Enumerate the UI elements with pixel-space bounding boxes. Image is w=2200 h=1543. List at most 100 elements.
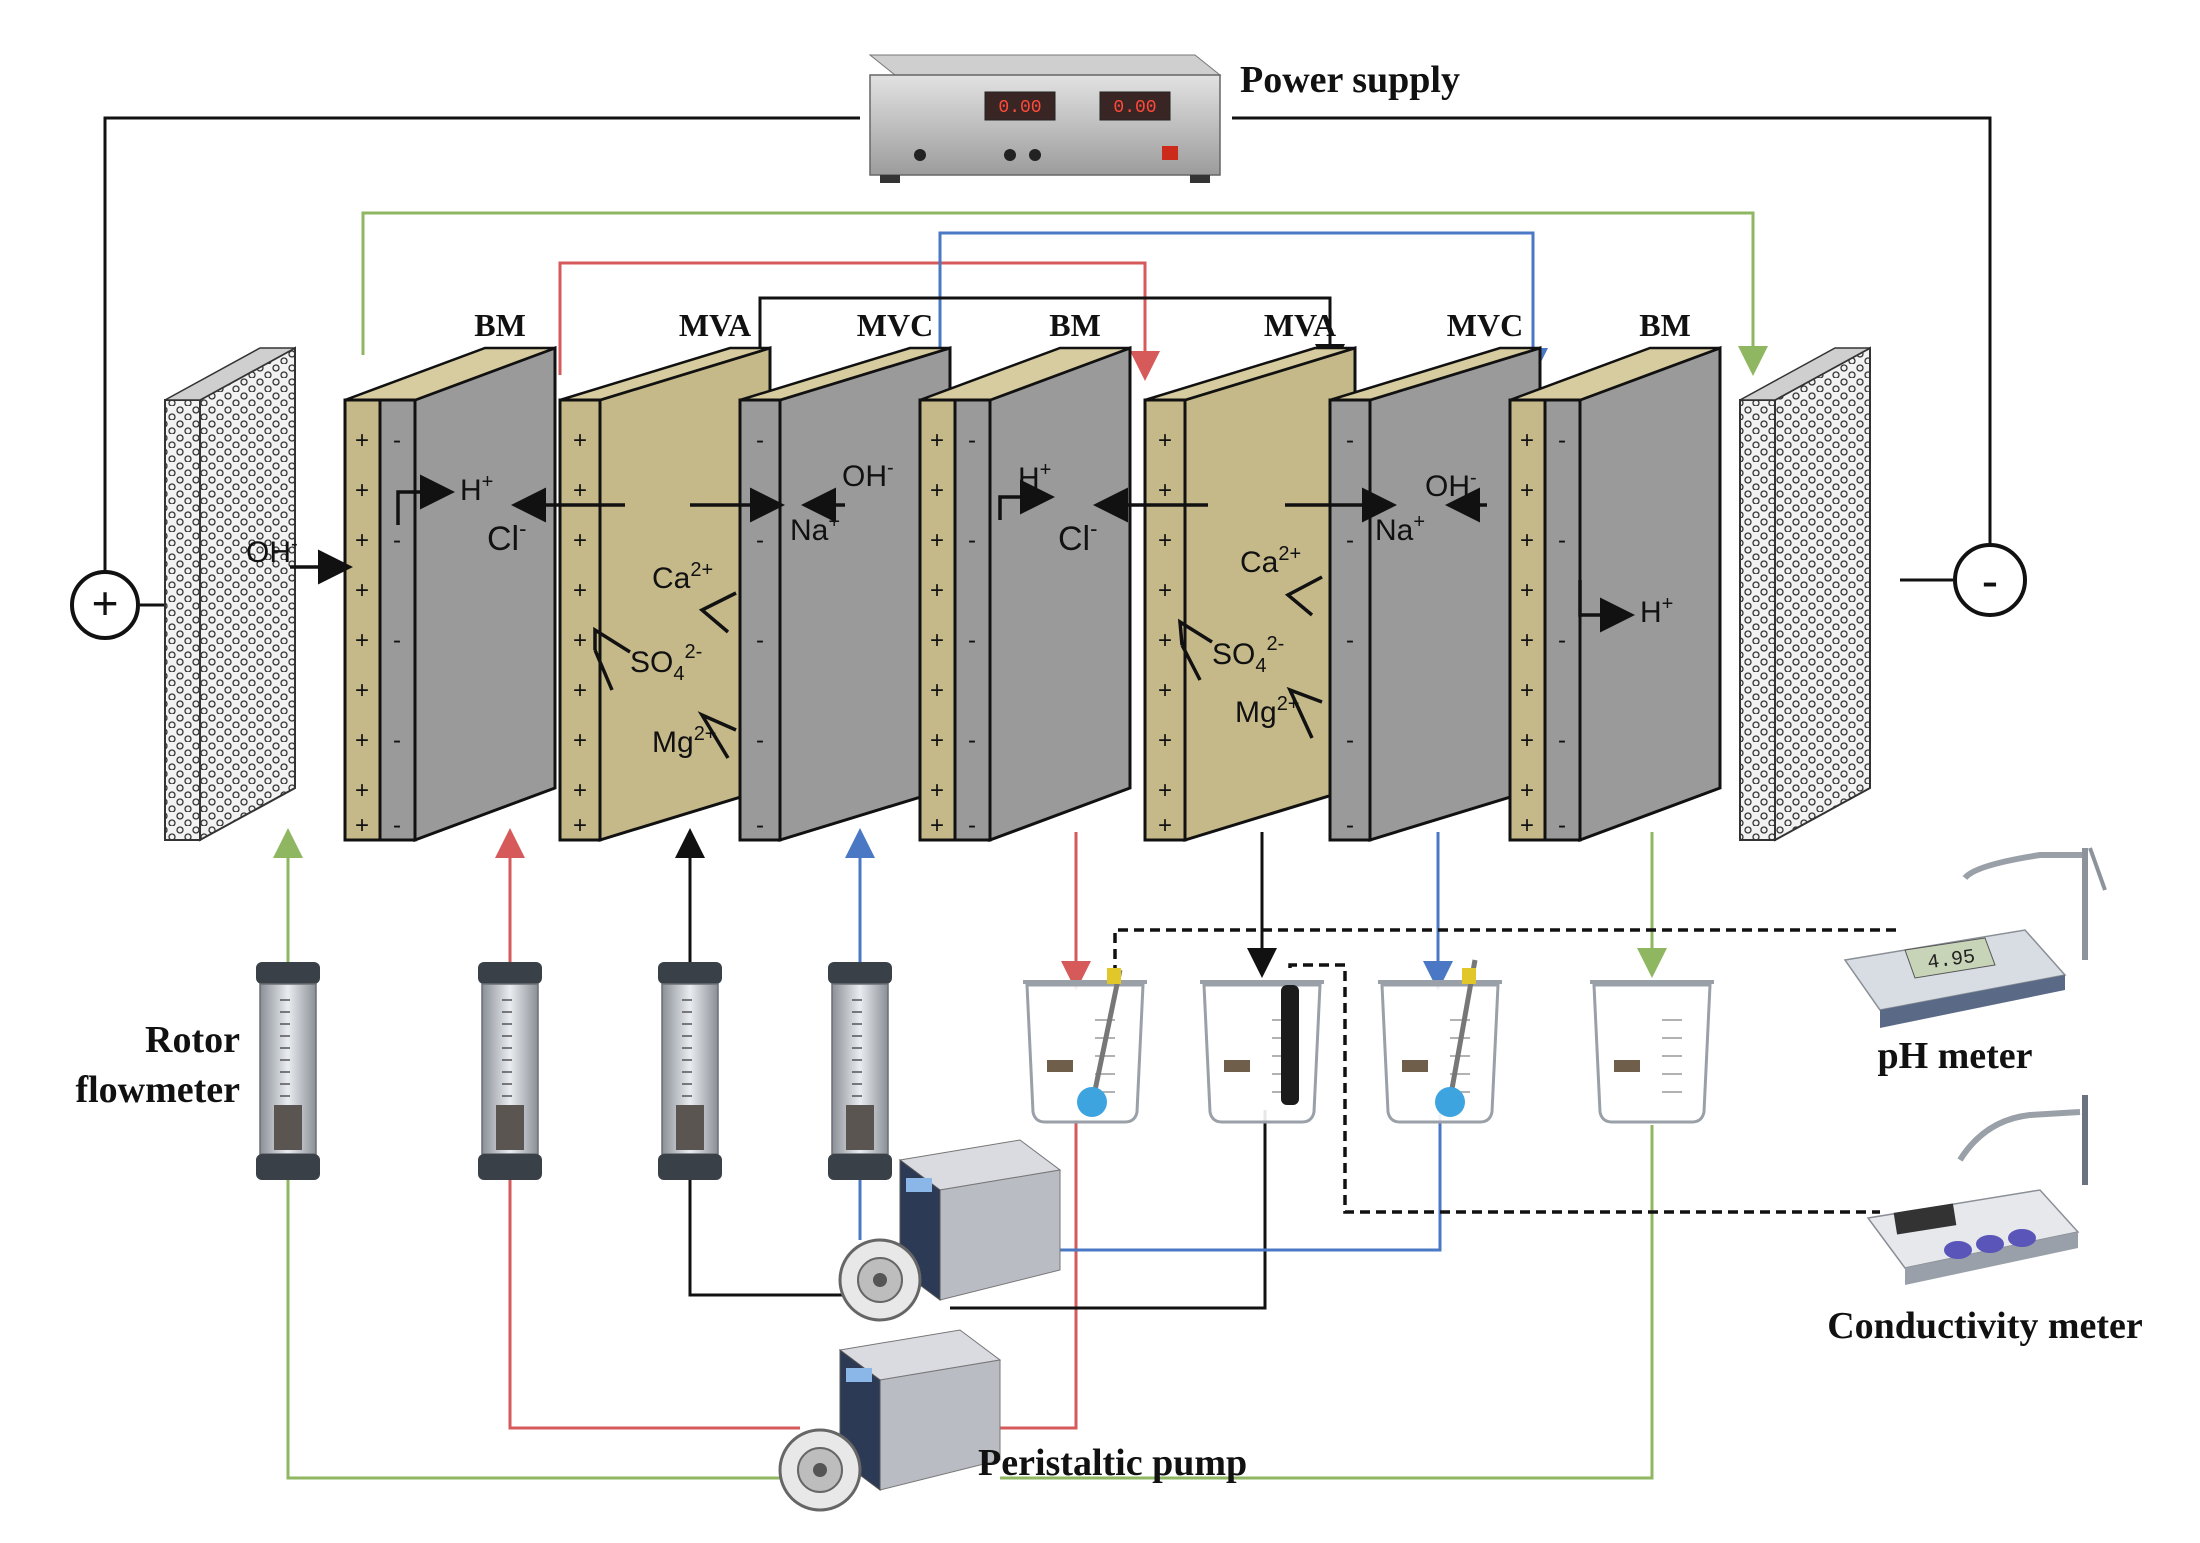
ion-so4-2: SO42- bbox=[1212, 633, 1284, 677]
charge-plus: + bbox=[573, 777, 587, 804]
beaker-2 bbox=[1200, 980, 1324, 1124]
charge-plus: + bbox=[930, 627, 944, 654]
charge-minus: - bbox=[1346, 627, 1354, 654]
charge-minus: - bbox=[756, 812, 764, 839]
charge-plus: + bbox=[573, 527, 587, 554]
charge-minus: - bbox=[1558, 627, 1566, 654]
charge-minus: - bbox=[393, 627, 401, 654]
charge-minus: - bbox=[1558, 727, 1566, 754]
membrane-label-bm: BM bbox=[1639, 307, 1691, 343]
conductivity-meter bbox=[1866, 1095, 2088, 1285]
charge-minus: - bbox=[968, 527, 976, 554]
ion-h-1: H+ bbox=[460, 471, 493, 507]
charge-plus: + bbox=[573, 727, 587, 754]
charge-minus: - bbox=[393, 727, 401, 754]
rotor-flowmeter-4 bbox=[828, 962, 892, 1180]
peristaltic-pump-1 bbox=[838, 1139, 1062, 1322]
peristaltic-pumps bbox=[778, 1139, 1062, 1512]
charge-plus: + bbox=[573, 477, 587, 504]
beaker-probes bbox=[1077, 959, 1478, 1117]
charge-plus: + bbox=[1158, 677, 1172, 704]
ion-cl-1: Cl- bbox=[487, 516, 526, 558]
membrane-label-mva: MVA bbox=[1264, 307, 1336, 343]
charge-minus: - bbox=[968, 427, 976, 454]
charge-minus: - bbox=[1346, 427, 1354, 454]
membrane-label-mvc: MVC bbox=[857, 307, 933, 343]
ion-so4-1: SO42- bbox=[630, 641, 702, 685]
charge-plus: + bbox=[355, 812, 369, 839]
rotor-flowmeter-2 bbox=[478, 962, 542, 1180]
charge-minus: - bbox=[1558, 527, 1566, 554]
charge-plus: + bbox=[1520, 577, 1534, 604]
membrane-label-mvc: MVC bbox=[1447, 307, 1523, 343]
beaker-1 bbox=[1023, 980, 1147, 1124]
charge-plus: + bbox=[930, 527, 944, 554]
charge-plus: + bbox=[1158, 527, 1172, 554]
charge-minus: - bbox=[1346, 727, 1354, 754]
rotor-flowmeters bbox=[256, 962, 892, 1180]
charge-plus: + bbox=[1520, 477, 1534, 504]
charge-plus: + bbox=[355, 577, 369, 604]
charge-plus: + bbox=[573, 627, 587, 654]
peristaltic-pump-label: Peristaltic pump bbox=[978, 1442, 1247, 1484]
charge-minus: - bbox=[393, 427, 401, 454]
sensor-cables bbox=[1113, 928, 1900, 1214]
rotor-flowmeter-3 bbox=[658, 962, 722, 1180]
ion-ca-1: Ca2+ bbox=[652, 559, 713, 595]
charge-minus: - bbox=[1346, 812, 1354, 839]
ion-oh-2: OH- bbox=[842, 457, 894, 493]
beaker-4 bbox=[1590, 980, 1714, 1124]
charge-minus: - bbox=[1558, 812, 1566, 839]
rotor-flowmeter-1 bbox=[256, 962, 320, 1180]
charge-plus: + bbox=[1158, 427, 1172, 454]
anode-terminal: + bbox=[70, 570, 140, 640]
charge-plus: + bbox=[1520, 527, 1534, 554]
charge-plus: + bbox=[1158, 812, 1172, 839]
charge-plus: + bbox=[355, 677, 369, 704]
ion-arrows bbox=[290, 474, 1635, 759]
charge-minus: - bbox=[968, 627, 976, 654]
charge-plus: + bbox=[355, 777, 369, 804]
rotor-flowmeter-label-line1: Rotor bbox=[145, 1019, 240, 1061]
beakers bbox=[1023, 980, 1714, 1124]
charge-plus: + bbox=[573, 427, 587, 454]
charge-plus: + bbox=[355, 727, 369, 754]
cathode-terminal: - bbox=[1953, 543, 2027, 617]
charge-plus: + bbox=[355, 627, 369, 654]
svg-text:+: + bbox=[92, 577, 119, 629]
membrane-label-bm: BM bbox=[474, 307, 526, 343]
power-supply: 0.00 0.00 bbox=[868, 54, 1222, 183]
charge-plus: + bbox=[1158, 727, 1172, 754]
power-supply-label: Power supply bbox=[1240, 59, 1460, 101]
charge-plus: + bbox=[930, 577, 944, 604]
membrane-label-mva: MVA bbox=[679, 307, 751, 343]
membrane-label-bm: BM bbox=[1049, 307, 1101, 343]
membrane-7-cation: - - - - - MVC bbox=[1328, 307, 1542, 843]
top-flow-lines bbox=[361, 211, 1768, 381]
charge-plus: + bbox=[930, 727, 944, 754]
charge-plus: + bbox=[930, 477, 944, 504]
svg-text:0.00: 0.00 bbox=[998, 98, 1041, 118]
charge-plus: + bbox=[1158, 627, 1172, 654]
ion-h-3: H+ bbox=[1640, 593, 1673, 629]
charge-plus: + bbox=[930, 677, 944, 704]
membrane-stack: +-++-++-++-++-BM+++++++++MVA-----MVC+-++… bbox=[164, 307, 1871, 843]
membrane-9-electrode bbox=[1739, 346, 1871, 842]
charge-minus: - bbox=[756, 427, 764, 454]
charge-plus: + bbox=[355, 527, 369, 554]
peristaltic-pump-2 bbox=[778, 1329, 1002, 1512]
membrane-2-bipolar: +-++-++-++-++-BM bbox=[343, 307, 557, 843]
ion-ca-2: Ca2+ bbox=[1240, 543, 1301, 579]
ion-cl-2: Cl- bbox=[1058, 516, 1097, 558]
charge-plus: + bbox=[1158, 777, 1172, 804]
charge-minus: - bbox=[968, 812, 976, 839]
ion-oh-anode: OH- bbox=[246, 533, 298, 569]
charge-plus: + bbox=[1520, 677, 1534, 704]
conductivity-meter-label: Conductivity meter bbox=[1827, 1305, 2143, 1347]
charge-minus: - bbox=[756, 527, 764, 554]
membrane-8-bipolar: +-++-++-++-++-BM bbox=[1508, 307, 1722, 843]
charge-minus: - bbox=[1346, 527, 1354, 554]
charge-plus: + bbox=[1520, 812, 1534, 839]
membrane-1-electrode bbox=[164, 346, 296, 842]
